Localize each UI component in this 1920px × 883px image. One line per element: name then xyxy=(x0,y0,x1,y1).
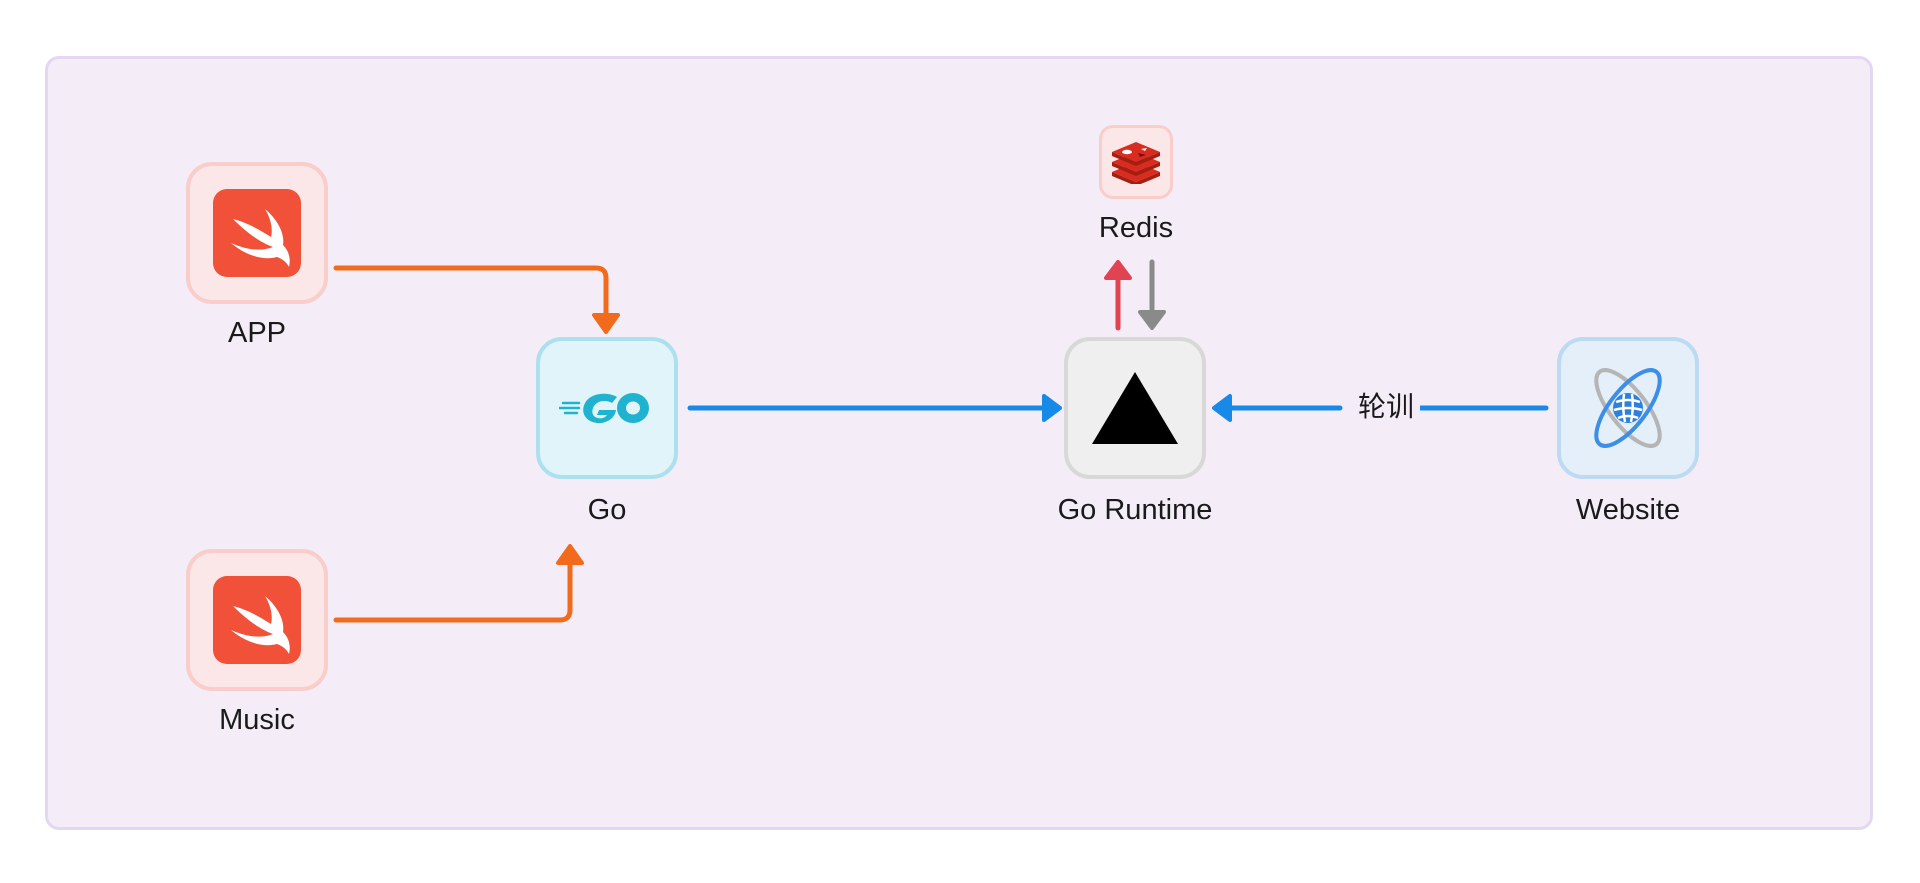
node-runtime[interactable] xyxy=(1064,337,1206,479)
node-label-go: Go xyxy=(587,494,627,526)
swift-icon xyxy=(213,576,301,664)
edge-app-to-go[interactable] xyxy=(333,265,620,334)
node-go[interactable] xyxy=(536,337,678,479)
node-label-website: Website xyxy=(1575,494,1681,526)
swift-icon xyxy=(213,189,301,277)
node-label-redis: Redis xyxy=(1098,212,1174,244)
edge-website-to-runtime[interactable] xyxy=(1212,394,1549,422)
node-label-music: Music xyxy=(219,704,295,736)
node-music[interactable] xyxy=(186,549,328,691)
node-website[interactable] xyxy=(1557,337,1699,479)
edge-go-to-runtime[interactable] xyxy=(687,394,1062,422)
node-app[interactable] xyxy=(186,162,328,304)
go-logo-icon xyxy=(559,393,649,424)
redis-icon xyxy=(1112,142,1160,184)
edge-runtime-to-redis[interactable] xyxy=(1104,260,1132,331)
node-label-app: APP xyxy=(227,317,287,349)
atom-globe-icon xyxy=(1594,368,1662,448)
node-label-runtime: Go Runtime xyxy=(1057,494,1213,526)
edge-label-polling: 轮训 xyxy=(1352,390,1421,424)
triangle-icon xyxy=(1092,372,1178,444)
edge-redis-to-runtime[interactable] xyxy=(1138,259,1166,330)
node-redis[interactable] xyxy=(1099,125,1173,199)
edge-music-to-go[interactable] xyxy=(333,544,584,623)
